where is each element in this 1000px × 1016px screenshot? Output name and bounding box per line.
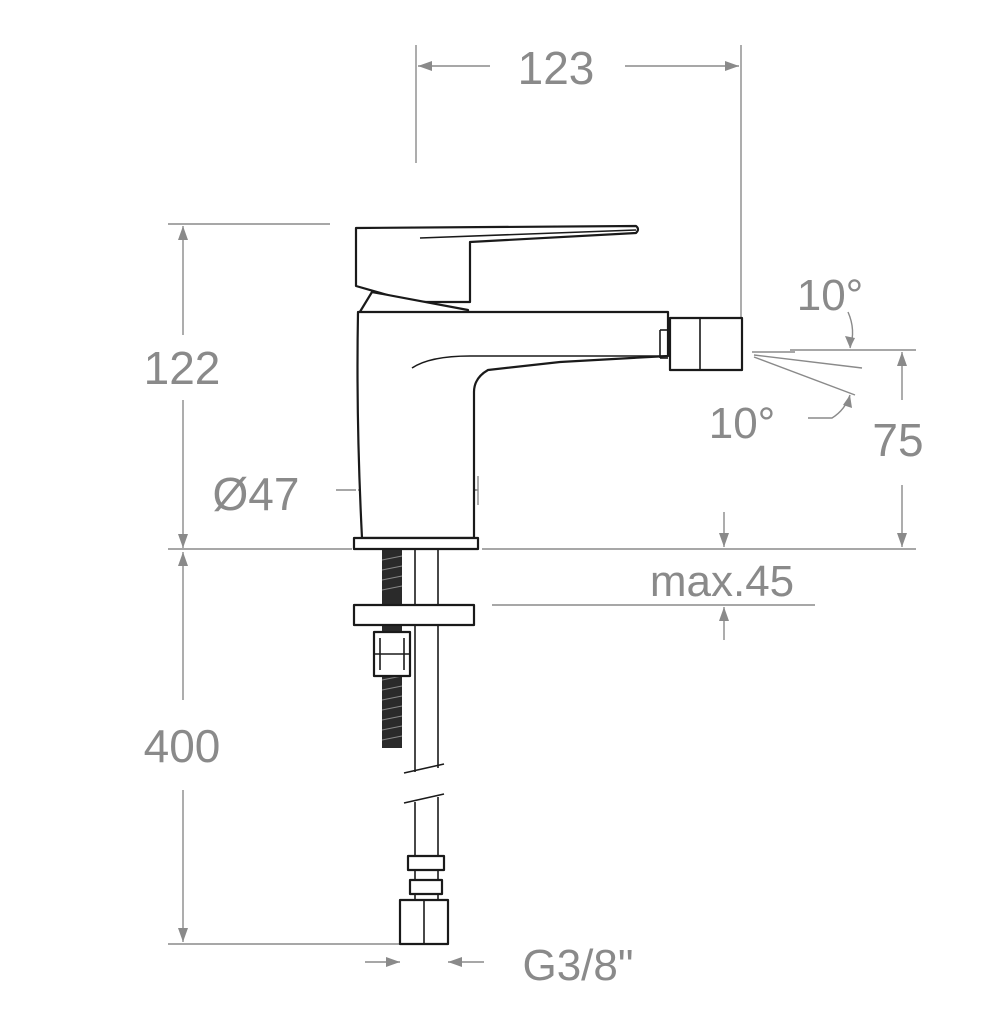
width-label: 123 (518, 42, 595, 94)
lever-handle (354, 224, 640, 304)
spray-nozzle (668, 316, 744, 372)
spray-angle-up-label: 10° (797, 271, 864, 320)
dimension-lines (168, 45, 916, 967)
dimension-labels: 123 122 Ø47 10° 10° 75 max.45 400 G3/8" (144, 42, 924, 990)
spray-angle-down-label: 10° (709, 399, 776, 448)
base-plate (352, 536, 480, 551)
spout-height-label: 75 (872, 414, 923, 466)
hose-length-label: 400 (144, 720, 221, 772)
faucet-outline (352, 224, 744, 551)
thread-label: G3/8" (522, 941, 633, 990)
deck-thickness-label: max.45 (650, 557, 794, 606)
diameter-label: Ø47 (213, 468, 300, 520)
mounting-hardware (352, 550, 476, 946)
mixer-body (356, 310, 670, 540)
fixing-washer (352, 603, 476, 627)
hose-crimp (406, 854, 446, 872)
height-label: 122 (144, 342, 221, 394)
